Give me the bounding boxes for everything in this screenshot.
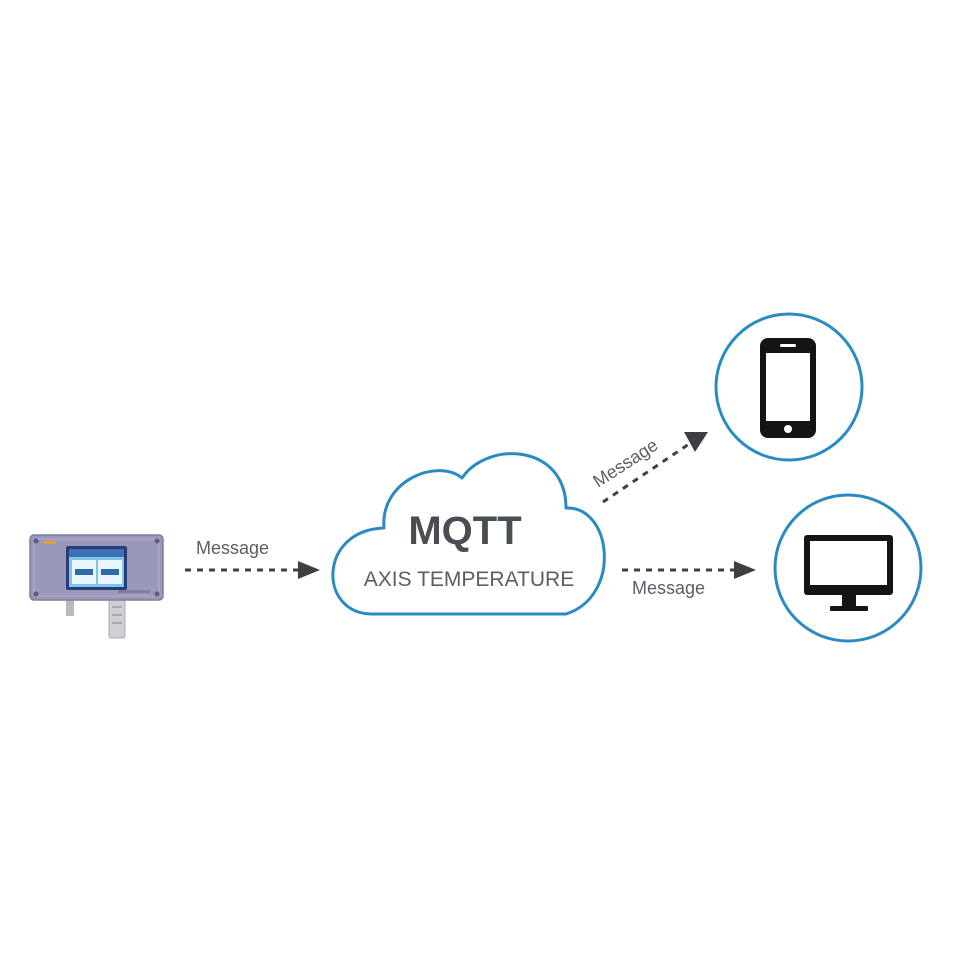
edge-device-to-cloud: Message [185,538,320,579]
cloud-title: MQTT [408,509,521,553]
monitor-client-node [775,495,921,641]
temperature-sensor-device-icon [30,535,163,638]
edge-label-cloud-to-monitor: Message [632,578,705,598]
smartphone-icon [760,338,816,438]
cloud-subtitle: AXIS TEMPERATURE [364,568,574,591]
edge-label-device-to-cloud: Message [196,538,269,558]
mqtt-broker-cloud: MQTT AXIS TEMPERATURE [333,454,604,614]
edge-cloud-to-phone: Message [589,432,708,502]
phone-client-node [716,314,862,460]
edge-cloud-to-monitor: Message [622,561,756,598]
edge-label-cloud-to-phone: Message [589,435,661,492]
